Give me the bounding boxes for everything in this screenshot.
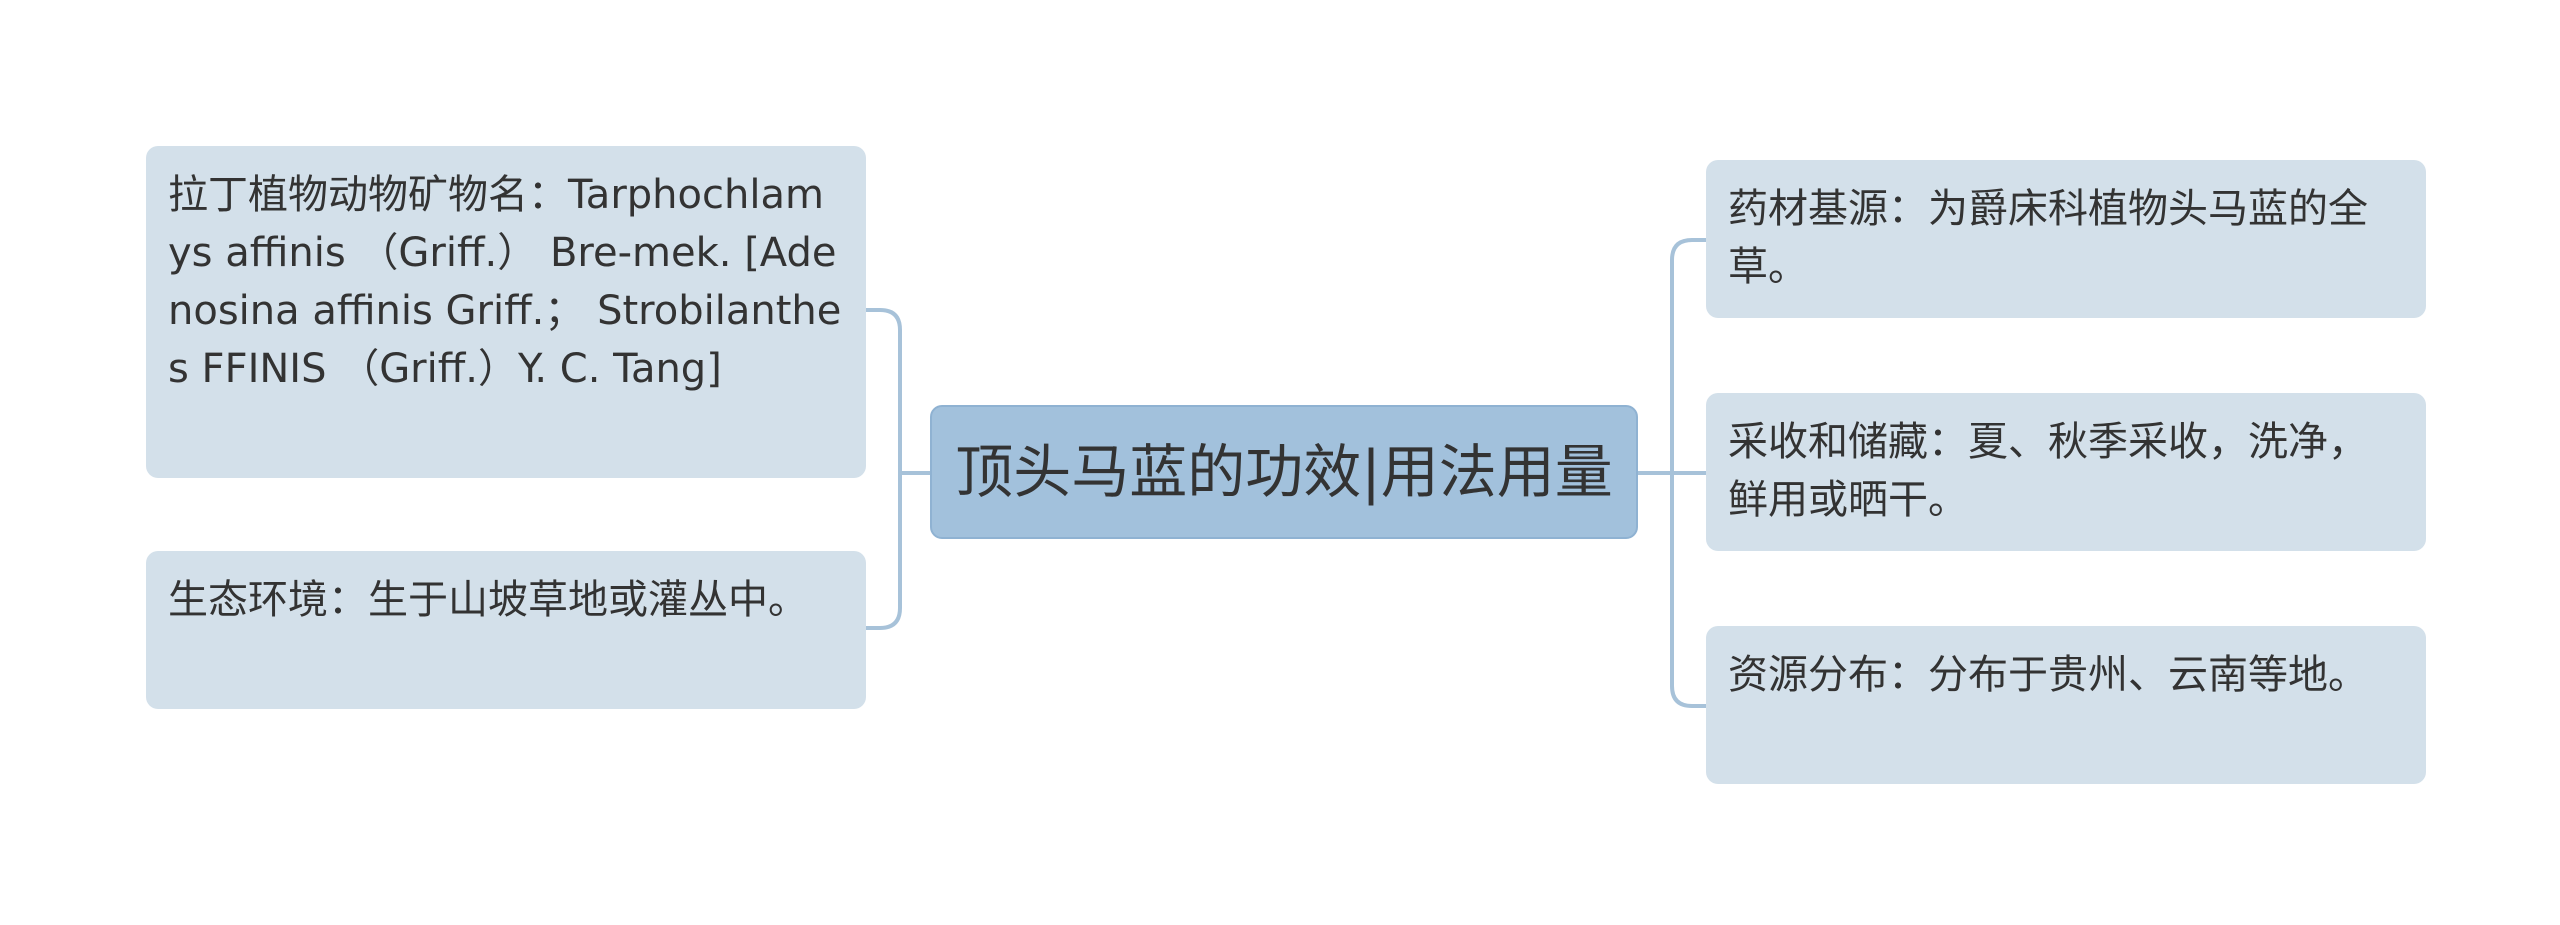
right-node-harvest-storage[interactable]: 采收和储藏：夏、秋季采收，洗净，鲜用或晒干。 bbox=[1706, 393, 2426, 551]
connector-left-branch-2 bbox=[864, 471, 902, 630]
right-node-distribution[interactable]: 资源分布：分布于贵州、云南等地。 bbox=[1706, 626, 2426, 784]
left-node-latin-name[interactable]: 拉丁植物动物矿物名：Tarphochlamys affinis （Griff.）… bbox=[146, 146, 866, 478]
central-topic[interactable]: 顶头马蓝的功效|用法用量 bbox=[930, 405, 1638, 539]
connector-right-branch-3 bbox=[1670, 471, 1708, 708]
left-node-habitat[interactable]: 生态环境：生于山坡草地或灌丛中。 bbox=[146, 551, 866, 709]
right-node-source[interactable]: 药材基源：为爵床科植物头马蓝的全草。 bbox=[1706, 160, 2426, 318]
connector-right-branch-1 bbox=[1670, 238, 1708, 475]
connector-left-branch-1 bbox=[864, 308, 902, 475]
